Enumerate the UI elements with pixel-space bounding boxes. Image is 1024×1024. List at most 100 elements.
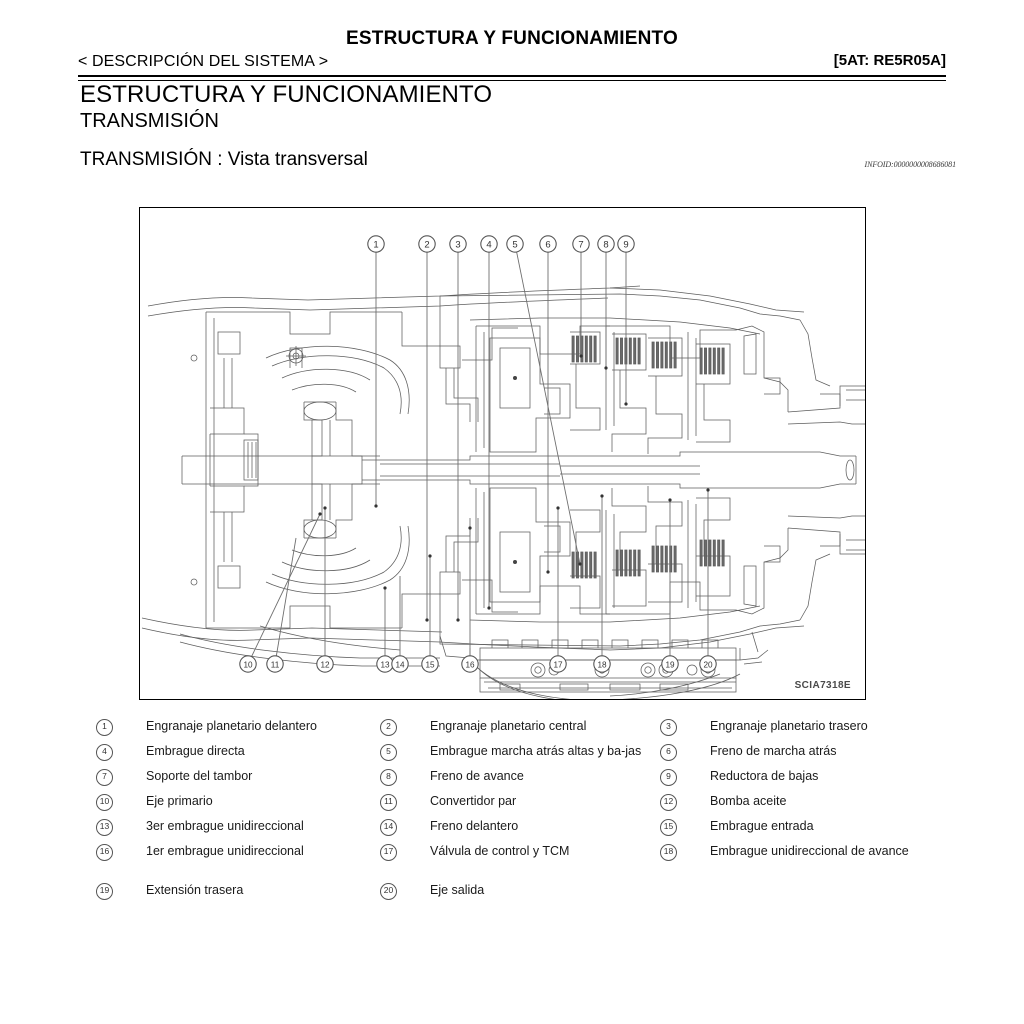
- legend-item-11: 11 Convertidor par: [380, 793, 660, 818]
- legend-label: Eje salida: [430, 883, 485, 897]
- callout-1: 1: [367, 235, 385, 253]
- legend-number-badge: 9: [660, 769, 677, 786]
- legend-item-7: 7 Soporte del tambor: [96, 768, 380, 793]
- legend-item-16: 16 1er embrague unidireccional: [96, 843, 380, 868]
- legend-label: Convertidor par: [430, 794, 517, 808]
- legend-label: Soporte del tambor: [146, 769, 253, 783]
- header-divider-thin: [78, 79, 946, 81]
- section-heading-2: TRANSMISIÓN: [80, 110, 219, 132]
- legend-number-badge: 4: [96, 744, 113, 761]
- legend-label: Engranaje planetario central: [430, 719, 587, 733]
- callout-12: 12: [316, 655, 334, 673]
- callout-5: 5: [506, 235, 524, 253]
- svg-text:19: 19: [665, 660, 675, 669]
- svg-text:2: 2: [424, 239, 429, 250]
- legend-label: Embrague directa: [146, 744, 245, 758]
- callout-19: 19: [661, 655, 679, 673]
- legend-label: Embrague entrada: [710, 819, 814, 833]
- legend-number-badge: 19: [96, 883, 113, 900]
- legend-number-badge: 17: [380, 844, 397, 861]
- callout-2: 2: [418, 235, 436, 253]
- legend-label: Engranaje planetario delantero: [146, 719, 317, 733]
- svg-text:14: 14: [395, 660, 405, 669]
- legend-row: 16 1er embrague unidireccional 17 Válvula d…: [96, 843, 956, 868]
- svg-text:6: 6: [545, 239, 550, 250]
- legend-item-19: 19 Extensión trasera: [96, 882, 380, 907]
- legend-label: Extensión trasera: [146, 883, 244, 897]
- callout-15: 15: [421, 655, 439, 673]
- legend-number-badge: 7: [96, 769, 113, 786]
- callout-6: 6: [539, 235, 557, 253]
- svg-text:11: 11: [271, 660, 280, 669]
- svg-text:20: 20: [703, 660, 713, 669]
- legend-item-1: 1 Engranaje planetario delantero: [96, 718, 380, 743]
- svg-text:9: 9: [623, 239, 628, 250]
- svg-text:12: 12: [320, 660, 330, 669]
- legend-number-badge: 10: [96, 794, 113, 811]
- callout-4: 4: [480, 235, 498, 253]
- callout-7: 7: [572, 235, 590, 253]
- page-title: ESTRUCTURA Y FUNCIONAMIENTO: [346, 28, 678, 49]
- legend-number-badge: 11: [380, 794, 397, 811]
- model-code-badge: [5AT: RE5R05A]: [833, 52, 946, 69]
- section-heading-3: TRANSMISIÓN : Vista transversal: [80, 149, 368, 170]
- legend-number-badge: 13: [96, 819, 113, 836]
- legend-number-badge: 12: [660, 794, 677, 811]
- legend-label: Engranaje planetario trasero: [710, 719, 868, 733]
- callout-9: 9: [617, 235, 635, 253]
- legend-label: Freno de avance: [430, 769, 524, 783]
- svg-text:8: 8: [603, 239, 608, 250]
- svg-text:18: 18: [597, 660, 607, 669]
- callout-3: 3: [449, 235, 467, 253]
- section-heading-1: ESTRUCTURA Y FUNCIONAMIENTO: [80, 81, 493, 108]
- legend-item-empty: [660, 882, 950, 907]
- callout-13: 13: [376, 655, 394, 673]
- figure-reference-code: SCIA7318E: [794, 680, 851, 691]
- header-divider-thick: [78, 75, 946, 77]
- legend-label: 1er embrague unidireccional: [146, 844, 304, 858]
- legend-number-badge: 16: [96, 844, 113, 861]
- legend-label: Válvula de control y TCM: [430, 844, 570, 858]
- callout-8: 8: [597, 235, 615, 253]
- legend-number-badge: 20: [380, 883, 397, 900]
- svg-text:17: 17: [553, 660, 563, 669]
- legend-item-17: 17 Válvula de control y TCM: [380, 843, 660, 868]
- callout-20: 20: [699, 655, 717, 673]
- legend-number-badge: 6: [660, 744, 677, 761]
- document-header: ESTRUCTURA Y FUNCIONAMIENTO < DESCRIPCIÓ…: [78, 28, 946, 82]
- callout-14: 14: [391, 655, 409, 673]
- legend-number-badge: 1: [96, 719, 113, 736]
- legend-label: Embrague marcha atrás altas y ba-jas: [430, 744, 642, 758]
- svg-text:10: 10: [243, 660, 253, 669]
- callout-11: 11: [266, 655, 284, 673]
- callout-17: 17: [549, 655, 567, 673]
- legend-label: Freno de marcha atrás: [710, 744, 837, 758]
- svg-text:4: 4: [486, 239, 491, 250]
- svg-text:16: 16: [465, 660, 475, 669]
- infoid-label: INFOID:0000000008686081: [864, 160, 957, 169]
- svg-text:15: 15: [425, 660, 435, 669]
- legend-number-badge: 3: [660, 719, 677, 736]
- legend-label: Reductora de bajas: [710, 769, 819, 783]
- legend-number-badge: 15: [660, 819, 677, 836]
- svg-text:3: 3: [455, 239, 460, 250]
- legend-item-20: 20 Eje salida: [380, 882, 660, 907]
- callout-16: 16: [461, 655, 479, 673]
- svg-text:5: 5: [512, 239, 517, 250]
- svg-text:7: 7: [578, 239, 583, 250]
- legend-number-badge: 18: [660, 844, 677, 861]
- legend-item-4: 4 Embrague directa: [96, 743, 380, 768]
- legend-label: Freno delantero: [430, 819, 519, 833]
